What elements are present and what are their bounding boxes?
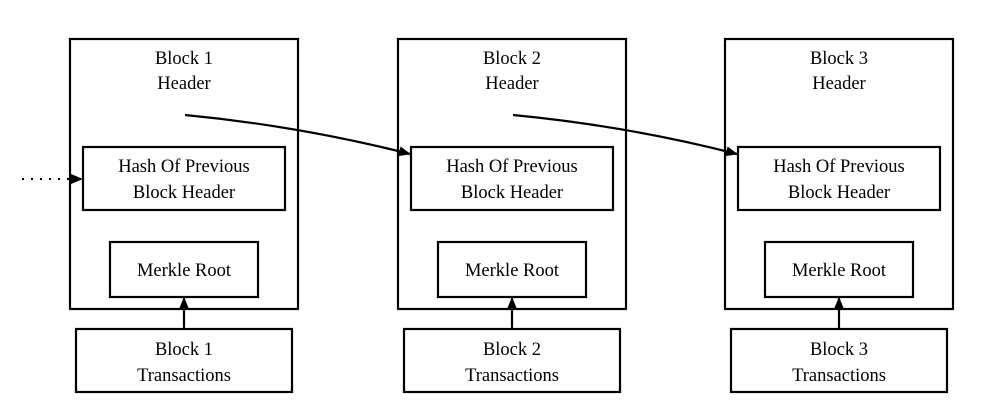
block-1-merkle-root-label: Merkle Root — [137, 261, 232, 281]
block-2-prev-hash-label: Hash Of Previous — [446, 157, 578, 177]
block-1-transactions-label: Block 1 — [155, 340, 213, 360]
block-3: Block 3 Header Hash Of Previous Block He… — [723, 37, 955, 394]
block-3-transactions-label: Block 3 — [810, 340, 868, 360]
block-2-transactions-label-2: Transactions — [465, 366, 559, 386]
block-2-prev-hash-box — [409, 145, 615, 212]
block-1-prev-hash-label: Hash Of Previous — [118, 157, 250, 177]
block-3-prev-hash-box — [736, 145, 942, 212]
block-2: Block 2 Header Hash Of Previous Block He… — [396, 37, 628, 394]
block-1-prev-hash-box — [81, 145, 287, 212]
block-2-prev-hash-label-2: Block Header — [461, 183, 563, 203]
block-2-transactions-label: Block 2 — [483, 340, 541, 360]
block-2-header-title: Block 2 — [483, 49, 541, 69]
block-3-header-title: Block 3 — [810, 49, 868, 69]
block-3-merkle-root-label: Merkle Root — [792, 261, 887, 281]
block-1-to-block-2-hash-link-arrow — [184, 113, 411, 157]
block-3-header-subtitle: Header — [812, 74, 865, 94]
block-1-header-subtitle: Header — [157, 74, 210, 94]
block-1: Block 1 Header Hash Of Previous Block He… — [68, 37, 300, 394]
block-2-header-subtitle: Header — [485, 74, 538, 94]
block-2-to-block-3-hash-link-arrow — [512, 113, 738, 157]
block-2-merkle-root-label: Merkle Root — [465, 261, 560, 281]
block-1-prev-hash-label-2: Block Header — [133, 183, 235, 203]
block-1-header-title: Block 1 — [155, 49, 213, 69]
block-3-transactions-label-2: Transactions — [792, 366, 886, 386]
block-1-transactions-label-2: Transactions — [137, 366, 231, 386]
block-3-prev-hash-label-2: Block Header — [788, 183, 890, 203]
block-3-prev-hash-label: Hash Of Previous — [773, 157, 905, 177]
